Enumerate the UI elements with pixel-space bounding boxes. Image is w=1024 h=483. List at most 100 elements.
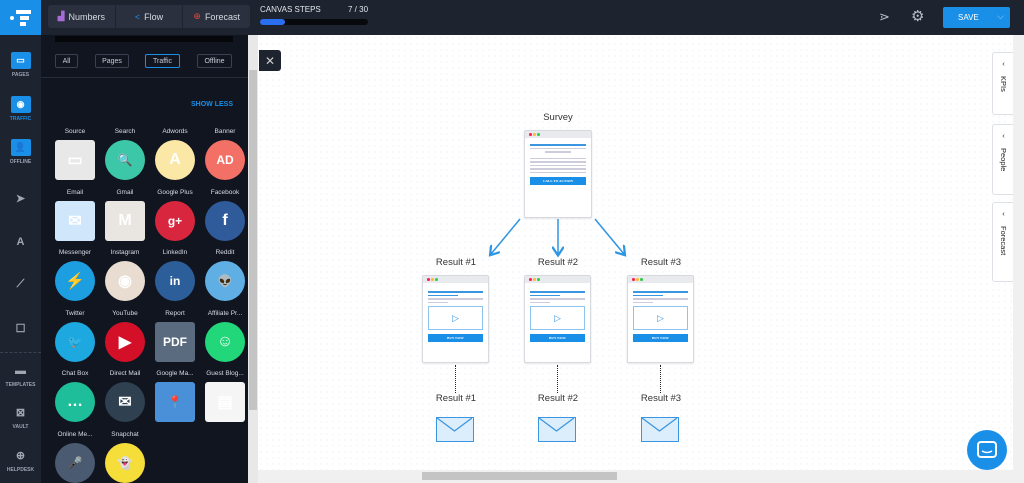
arrow <box>594 218 624 254</box>
connector <box>557 365 558 393</box>
bar-chart-icon: ▟ <box>57 11 65 21</box>
arrow <box>491 218 521 254</box>
text-icon: A <box>16 235 25 248</box>
horizontal-scrollbar-thumb[interactable] <box>422 472 617 480</box>
play-icon: ▷ <box>428 306 483 330</box>
filter-traffic[interactable]: Traffic <box>145 54 180 68</box>
side-tab-kpis[interactable]: ‹KPIs <box>992 52 1014 115</box>
rail-item-helpdesk[interactable]: ⊕HELPDESK <box>0 447 41 473</box>
connector <box>455 365 456 393</box>
rail-item-line[interactable]: ⟋ <box>0 276 41 296</box>
rail-item-traffic[interactable]: ◉TRAFFIC <box>0 96 41 122</box>
save-button[interactable]: SAVE⌵ <box>943 7 1010 28</box>
result-page-node[interactable]: ▷ BUY NOW <box>422 275 489 363</box>
result-page-node[interactable]: ▷BUY NOW <box>524 275 591 363</box>
filter-offline[interactable]: Offline <box>197 54 232 68</box>
tab-flow[interactable]: <Flow <box>116 5 184 28</box>
filter-pages[interactable]: Pages <box>95 54 129 68</box>
close-panel-button[interactable]: ✕ <box>259 50 281 71</box>
rail-item-vault[interactable]: ⊠VAULT <box>0 404 41 430</box>
rail-item-rectangle[interactable]: ☐ <box>0 320 41 340</box>
email-icon[interactable] <box>641 417 679 442</box>
pointer-icon: ➤ <box>15 193 26 205</box>
chevron-left-icon: ‹ <box>1002 209 1005 218</box>
person-icon: 👤 <box>10 139 31 156</box>
filter-all[interactable]: All <box>55 54 78 68</box>
buy-now-button: BUY NOW <box>428 334 483 342</box>
traffic-source-online-me[interactable]: Online Me...🎤 <box>50 431 100 483</box>
tab-numbers[interactable]: ▟Numbers <box>48 5 116 28</box>
rail-item-pages[interactable]: ▭PAGES <box>0 52 41 78</box>
lifebuoy-icon: ⊕ <box>15 450 26 462</box>
divider <box>0 352 41 353</box>
traffic-source-chat-box[interactable]: Chat Box… <box>50 370 100 422</box>
email-icon[interactable] <box>436 417 474 442</box>
panel-search-bar[interactable] <box>55 36 233 42</box>
traffic-source-source[interactable]: Source▭ <box>50 128 100 180</box>
traffic-source-google-ma[interactable]: Google Ma...📍 <box>150 370 200 422</box>
chat-support-button[interactable] <box>967 430 1007 470</box>
share-icon[interactable]: ⋗ <box>879 9 890 24</box>
traffic-source-reddit[interactable]: Reddit👽 <box>200 249 250 301</box>
chevron-down-icon[interactable]: ⌵ <box>997 11 1004 21</box>
app-logo[interactable] <box>0 0 41 35</box>
rail-item-offline[interactable]: 👤OFFLINE <box>0 139 41 165</box>
rail-item-text[interactable]: A <box>0 233 41 253</box>
canvas-horizontal-scrollbar[interactable] <box>258 470 1024 483</box>
affiliate-pr-icon: ☺ <box>205 321 245 362</box>
canvas[interactable] <box>258 35 1013 470</box>
traffic-source-search[interactable]: Search🔍 <box>100 128 150 180</box>
email-icon[interactable] <box>538 417 576 442</box>
rail-item-pointer[interactable]: ➤ <box>0 190 41 210</box>
youtube-icon: ▶ <box>105 321 145 362</box>
divider <box>41 77 248 78</box>
show-less-link[interactable]: SHOW LESS <box>191 101 234 108</box>
survey-page-node[interactable]: CALL TO ACTION <box>524 130 592 218</box>
panel-scrollbar-thumb[interactable] <box>249 70 257 410</box>
banner-icon: AD <box>205 140 245 180</box>
result-label: Result #1 <box>435 257 477 268</box>
folder-icon: ▬ <box>15 364 26 377</box>
traffic-source-twitter[interactable]: Twitter🐦 <box>50 310 100 362</box>
email-label: Result #2 <box>537 393 579 404</box>
traffic-source-youtube[interactable]: YouTube▶ <box>100 310 150 362</box>
twitter-icon: 🐦 <box>55 321 95 362</box>
guest-blog-icon: ▤ <box>205 382 245 422</box>
side-tab-forecast[interactable]: ‹Forecast <box>992 202 1014 282</box>
traffic-source-guest-blog[interactable]: Guest Blog...▤ <box>200 370 250 422</box>
search-icon: 🔍 <box>105 140 145 180</box>
tab-forecast[interactable]: ⊕Forecast <box>193 11 240 22</box>
rectangle-icon: ☐ <box>15 323 26 335</box>
snapchat-icon: 👻 <box>105 442 145 483</box>
rail-item-templates[interactable]: ▬TEMPLATES <box>0 362 41 389</box>
canvas-vertical-scrollbar[interactable] <box>1013 35 1024 470</box>
email-label: Result #1 <box>435 393 477 404</box>
chevron-left-icon: ‹ <box>1002 59 1005 68</box>
traffic-source-instagram[interactable]: Instagram◉ <box>100 249 150 301</box>
result-page-node[interactable]: ▷BUY NOW <box>627 275 694 363</box>
traffic-source-direct-mail[interactable]: Direct Mail✉ <box>100 370 150 422</box>
buy-now-button: BUY NOW <box>530 334 585 342</box>
source-icon: ▭ <box>55 140 95 180</box>
gear-icon[interactable]: ⚙ <box>911 8 925 25</box>
google-ma-icon: 📍 <box>155 382 195 422</box>
side-tab-people[interactable]: ‹People <box>992 124 1014 195</box>
survey-label: Survey <box>543 112 573 123</box>
facebook-icon: f <box>205 200 245 241</box>
traffic-source-messenger[interactable]: Messenger⚡ <box>50 249 100 301</box>
traffic-source-affiliate-pr[interactable]: Affiliate Pr...☺ <box>200 310 250 362</box>
play-icon: ▷ <box>633 306 688 330</box>
view-tabs: ▟Numbers <Flow ⊕Forecast <box>48 5 250 28</box>
close-icon: ✕ <box>264 53 276 68</box>
connector <box>660 365 661 393</box>
result-label: Result #3 <box>640 257 682 268</box>
traffic-source-snapchat[interactable]: Snapchat👻 <box>100 431 150 483</box>
traffic-source-email[interactable]: Email✉ <box>50 189 100 241</box>
